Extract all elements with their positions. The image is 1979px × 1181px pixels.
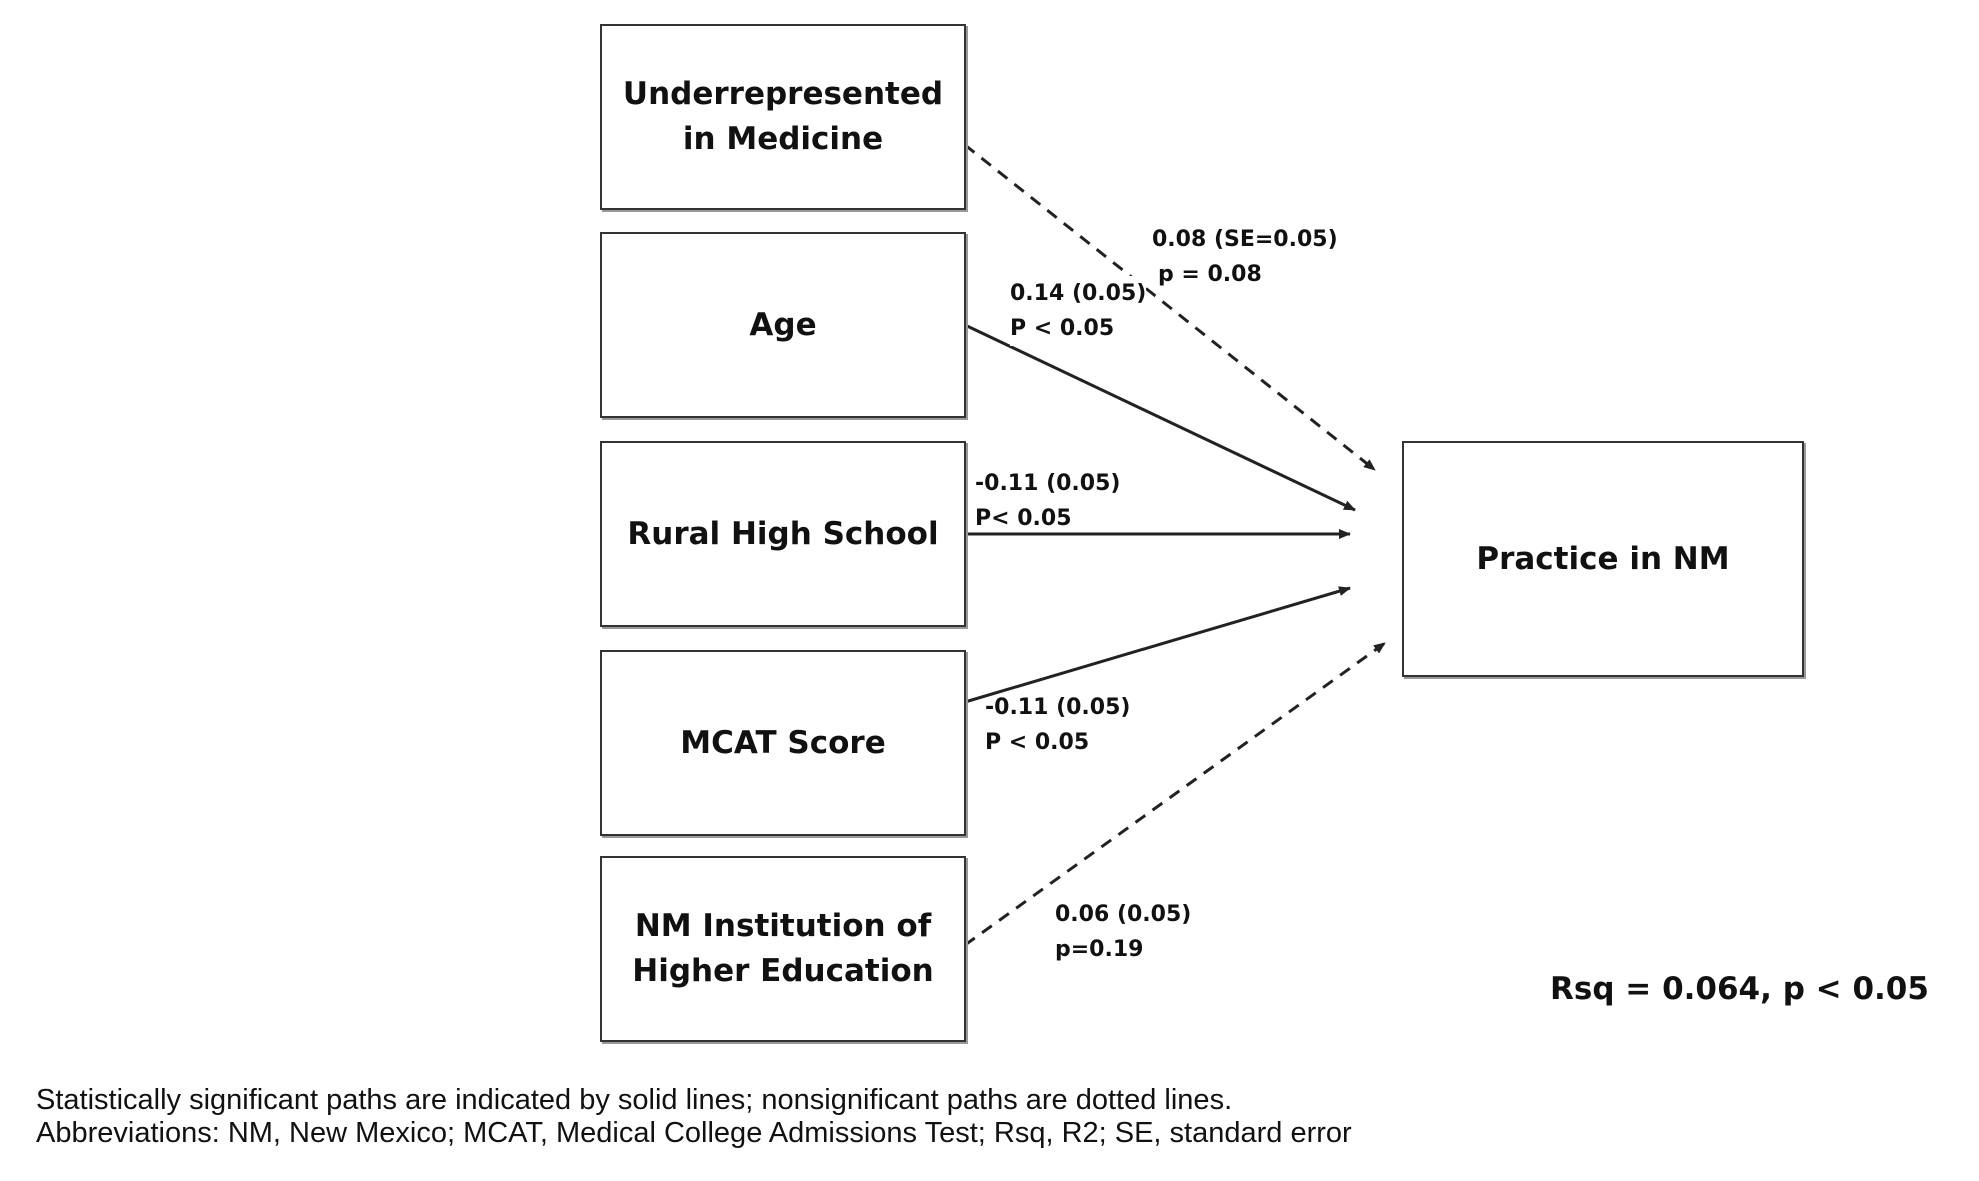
- path-coefficient: 0.14 (0.05): [1010, 281, 1147, 306]
- node-nm-institution: NM Institution of Higher Education: [600, 856, 966, 1042]
- node-practice-in-nm: Practice in NM: [1402, 441, 1804, 677]
- path-label-rural: -0.11 (0.05) P< 0.05: [975, 466, 1120, 536]
- path-nmihe-arrow: [964, 641, 1386, 947]
- path-coefficient: 0.06 (0.05): [1055, 902, 1192, 927]
- node-label: NM Institution of Higher Education: [632, 908, 934, 989]
- node-underrepresented-in-medicine: Underrepresented in Medicine: [600, 24, 966, 210]
- node-label: MCAT Score: [680, 724, 886, 761]
- path-age-arrow: [964, 323, 1356, 512]
- path-p-value: p = 0.08: [1158, 262, 1262, 288]
- model-fit-statistic: Rsq = 0.064, p < 0.05: [1550, 971, 1929, 1007]
- path-label-mcat: -0.11 (0.05) P < 0.05: [985, 690, 1130, 760]
- node-label: Rural High School: [627, 515, 939, 552]
- path-label-nmihe: 0.06 (0.05) p=0.19: [1055, 897, 1191, 967]
- figure-caption: Statistically significant paths are indi…: [36, 1084, 1352, 1151]
- path-mcat-arrow: [964, 586, 1351, 704]
- path-coefficient: -0.11 (0.05): [985, 695, 1131, 720]
- path-p-value: p=0.19: [1055, 937, 1144, 963]
- node-label: Practice in NM: [1476, 540, 1730, 577]
- path-coefficient: 0.08 (SE=0.05): [1152, 227, 1338, 252]
- path-p-value: P < 0.05: [985, 730, 1090, 756]
- path-urm-arrow: [964, 143, 1376, 472]
- node-rural-high-school: Rural High School: [600, 441, 966, 627]
- caption-line-2: Abbreviations: NM, New Mexico; MCAT, Med…: [36, 1117, 1352, 1150]
- node-age: Age: [600, 232, 966, 418]
- node-label: Age: [749, 306, 817, 343]
- path-p-value: P < 0.05: [1010, 316, 1115, 342]
- path-coefficient: -0.11 (0.05): [975, 471, 1121, 496]
- path-p-value: P< 0.05: [975, 506, 1072, 532]
- path-label-age: 0.14 (0.05) P < 0.05: [1010, 276, 1147, 347]
- caption-line-1: Statistically significant paths are indi…: [36, 1084, 1233, 1116]
- node-label: Underrepresented in Medicine: [622, 76, 944, 157]
- path-label-urm: 0.08 (SE=0.05) p = 0.08: [1152, 222, 1338, 292]
- node-mcat-score: MCAT Score: [600, 650, 966, 836]
